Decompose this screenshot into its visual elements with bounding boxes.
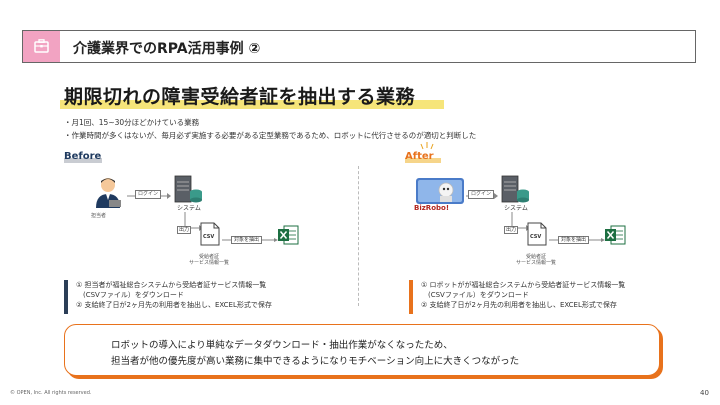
before-underline <box>64 158 102 163</box>
before-steps: ① 担当者が福祉総合システムから受給者証サービス情報一覧 (CSVファイル）をダ… <box>64 280 324 314</box>
output-label: 出力 <box>504 226 519 234</box>
bizrobo-label: BizRobo! <box>414 204 450 212</box>
step-line: (CSVファイル）をダウンロード <box>76 291 184 299</box>
certificate-label-line: 受給者証 <box>199 254 220 260</box>
system-label: システム <box>177 205 201 212</box>
section-divider <box>358 166 359 306</box>
actor-label: 担当者 <box>91 213 107 219</box>
csv-label: CSV <box>530 234 542 240</box>
before-label: Before <box>64 151 102 162</box>
after-label: After <box>405 151 434 162</box>
before-diagram: 担当者 ログイン システム 出力 CSV 対象を抽出 受給者証 サービス情報一覧 <box>85 170 335 275</box>
title-highlight <box>60 100 444 109</box>
after-diagram: BizRobo! ログイン システム 出力 CSV 対象を抽出 受給者証 サービ… <box>412 170 662 275</box>
copyright: © OPEN, Inc. All rights reserved. <box>10 390 92 396</box>
extract-label: 対象を抽出 <box>558 236 590 244</box>
briefcase-icon <box>34 39 49 53</box>
certificate-label-line: 受給者証 <box>526 254 547 260</box>
after-steps: ① ロボットがが福祉総合システムから受給者証サービス情報一覧 (CSVファイル）… <box>409 280 669 314</box>
after-underline <box>405 158 441 163</box>
conclusion-line: 担当者が他の優先度が高い業務に集中できるようになりモチベーション向上に大きくつな… <box>111 356 520 367</box>
person-icon <box>96 178 121 208</box>
header-title: 介護業界でのRPA活用事例 ② <box>73 41 261 57</box>
login-label: ログイン <box>135 190 162 199</box>
excel-icon <box>605 225 626 245</box>
step-line: ② 支給終了日が2ヶ月先の利用者を抽出し、EXCEL形式で保存 <box>76 301 272 309</box>
bullet-item: ・作業時間が多くはないが、毎月必ず実施する必要がある定型業務であるため、ロボット… <box>64 131 477 140</box>
system-label: システム <box>504 205 528 212</box>
excel-icon <box>278 225 299 245</box>
conclusion-line: ロボットの導入により単純なデータダウンロード・抽出作業がなくなったため、 <box>111 340 453 351</box>
extract-label: 対象を抽出 <box>231 236 263 244</box>
server-icon <box>174 175 202 203</box>
server-icon <box>501 175 529 203</box>
output-label: 出力 <box>177 226 192 234</box>
csv-label: CSV <box>203 234 215 240</box>
bullet-list: ・月1回、15~30分ほどかけている業務 ・作業時間が多くはないが、毎月必ず実施… <box>64 116 476 142</box>
section-header: 介護業界でのRPA活用事例 ② <box>22 30 696 63</box>
bizrobo-logo-icon <box>416 178 464 204</box>
step-line: (CSVファイル）をダウンロード <box>421 291 529 299</box>
page-title: 期限切れの障害受給者証を抽出する業務 <box>64 86 416 108</box>
header-icon-box <box>23 31 60 62</box>
page-number: 40 <box>700 389 709 397</box>
certificate-label-line: サービス情報一覧 <box>516 260 557 266</box>
conclusion-box: ロボットの導入により単純なデータダウンロード・抽出作業がなくなったため、 担当者… <box>64 324 660 376</box>
bullet-item: ・月1回、15~30分ほどかけている業務 <box>64 118 200 127</box>
csv-file-icon <box>527 222 547 246</box>
certificate-label-line: サービス情報一覧 <box>189 260 230 266</box>
sparkle-icon <box>420 142 434 150</box>
step-line: ① ロボットがが福祉総合システムから受給者証サービス情報一覧 <box>421 281 626 289</box>
csv-file-icon <box>200 222 220 246</box>
login-label: ログイン <box>468 190 495 199</box>
step-line: ② 支給終了日が2ヶ月先の利用者を抽出し、EXCEL形式で保存 <box>421 301 617 309</box>
certificate-label: 受給者証 サービス情報一覧 <box>189 254 229 266</box>
certificate-label: 受給者証 サービス情報一覧 <box>516 254 556 266</box>
step-line: ① 担当者が福祉総合システムから受給者証サービス情報一覧 <box>76 281 267 289</box>
